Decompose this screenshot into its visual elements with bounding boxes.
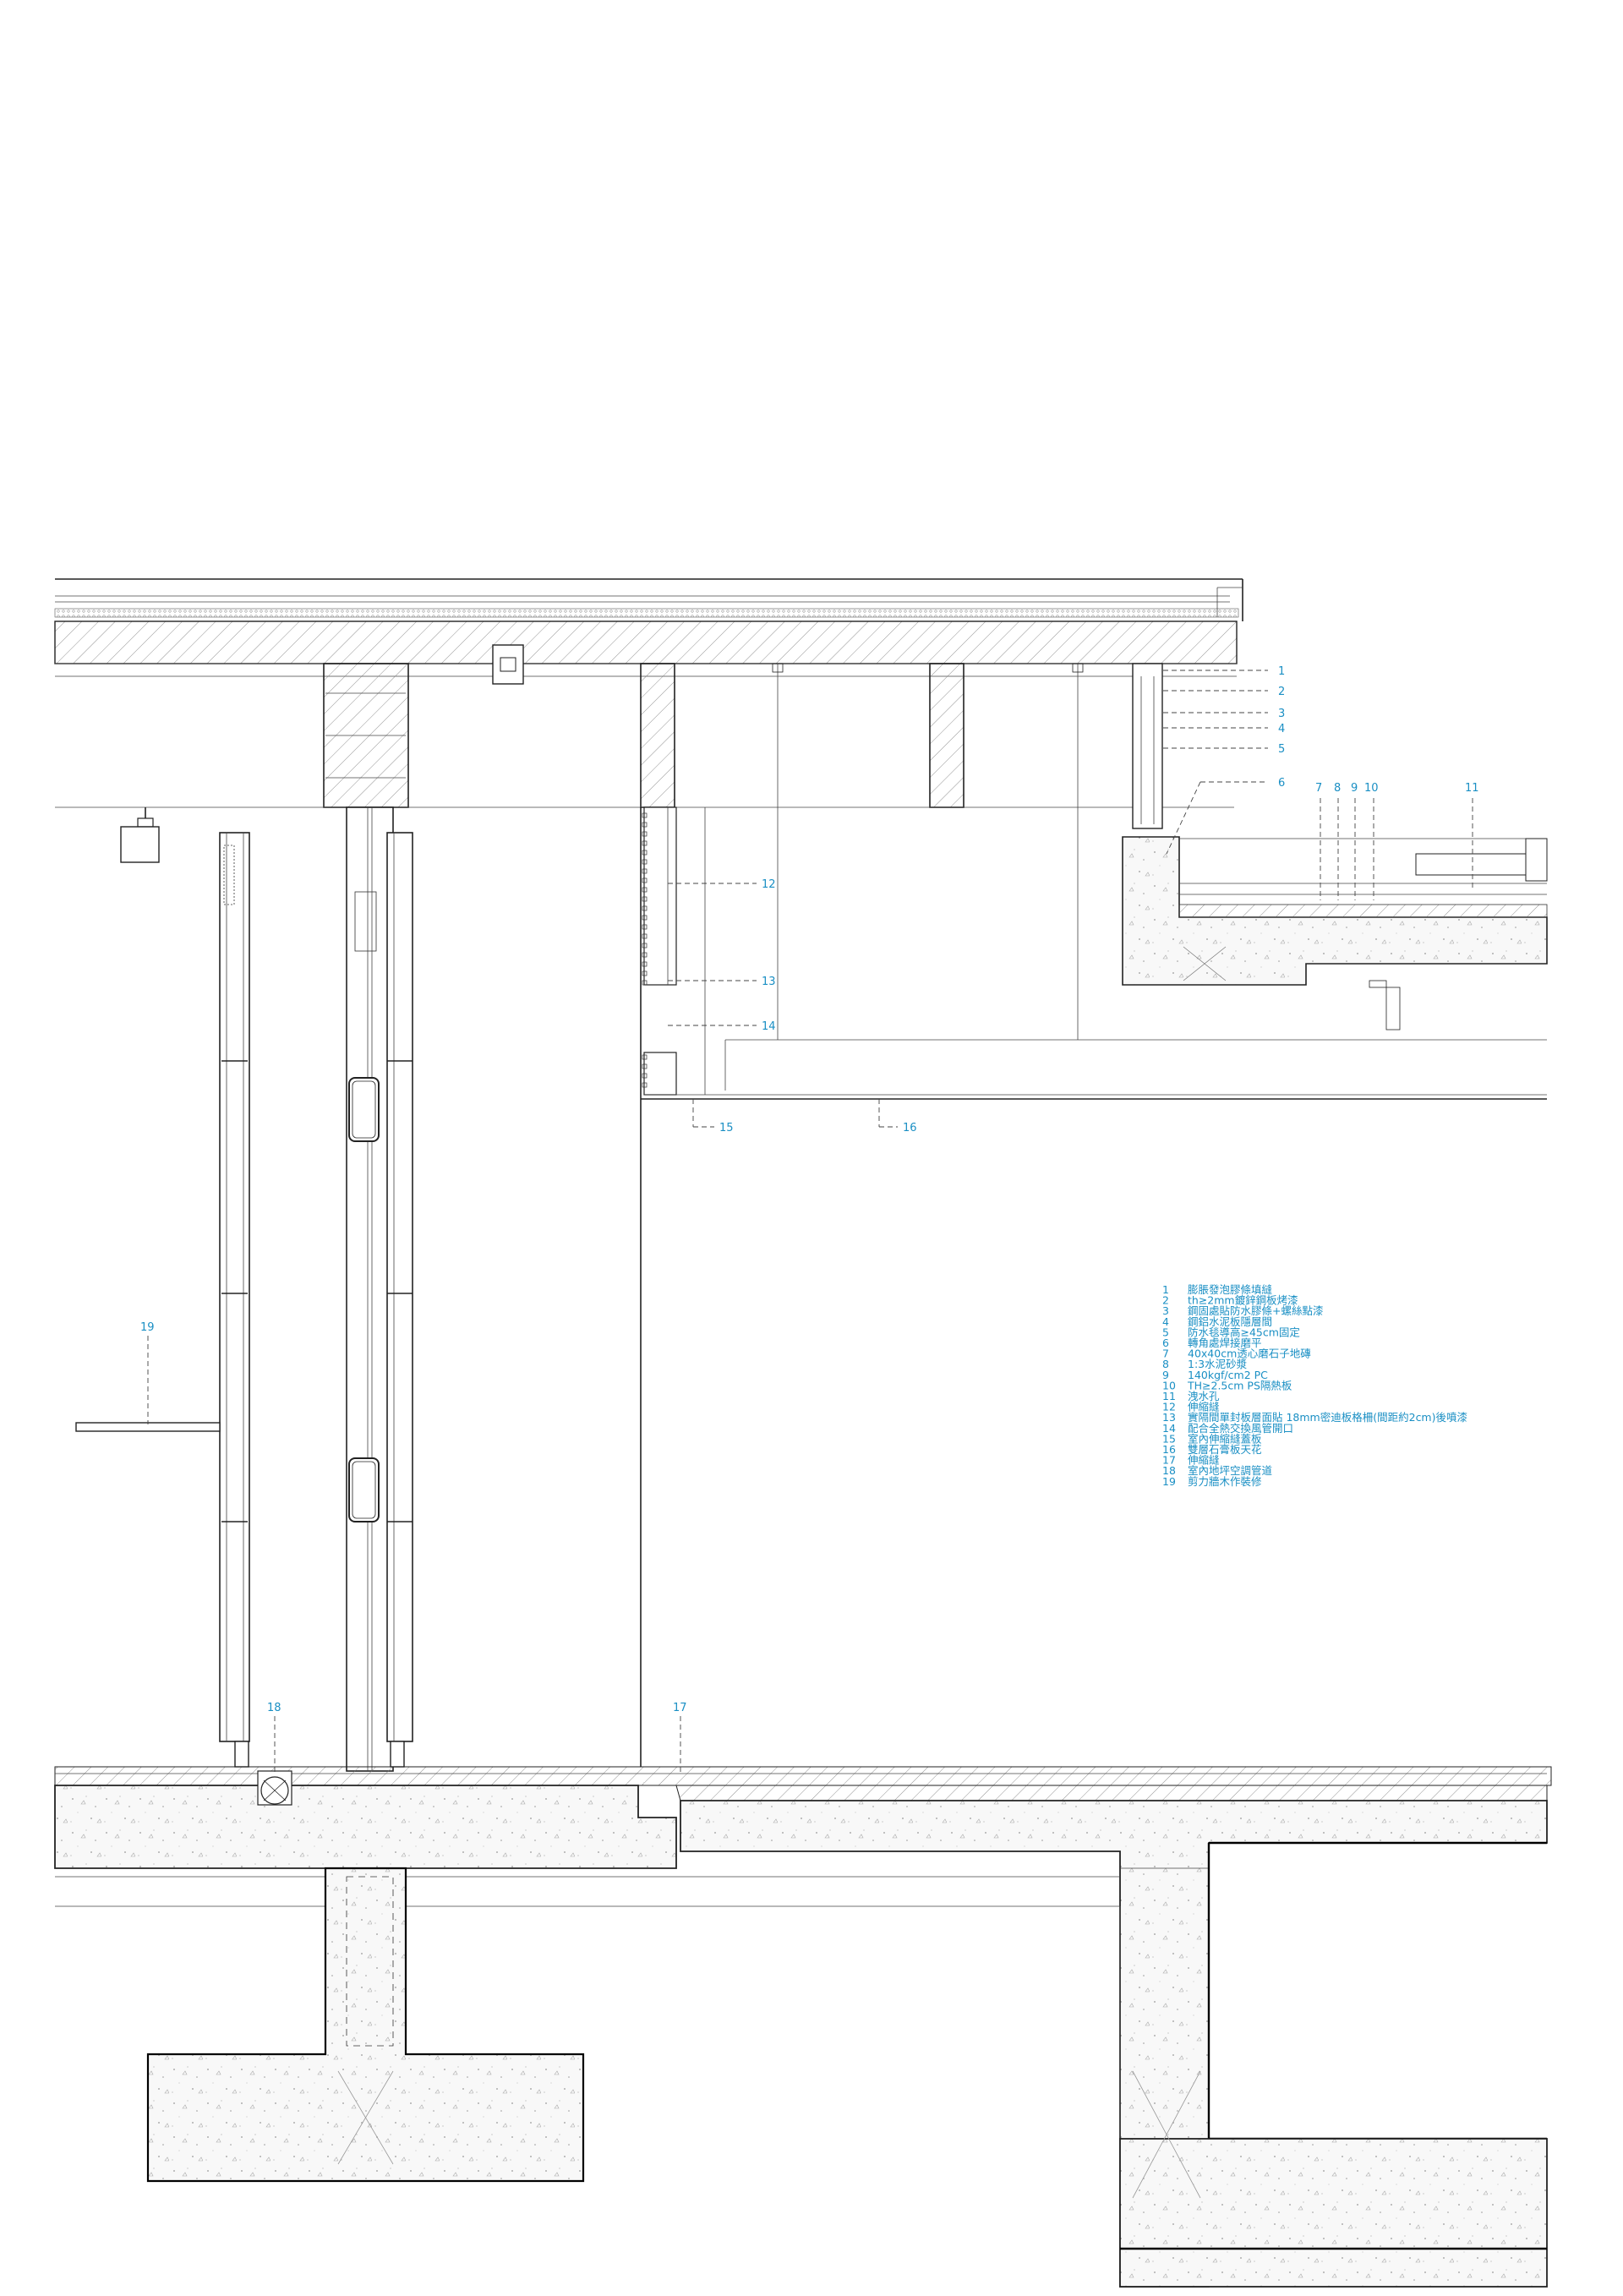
legend-number: 13	[1162, 1411, 1176, 1424]
legend-text: 配合全熱交換風管開口	[1188, 1422, 1293, 1435]
center-column	[346, 806, 413, 1772]
legend-number: 8	[1162, 1358, 1169, 1370]
callout-7: 7	[1315, 782, 1322, 795]
callout-19: 19	[140, 1321, 155, 1334]
legend-number: 1	[1162, 1283, 1169, 1296]
callout-4: 4	[1278, 723, 1285, 735]
legend-text: 鋼鋁水泥板隱層間	[1188, 1315, 1272, 1328]
callout-10: 10	[1364, 782, 1379, 795]
legend-number: 12	[1162, 1401, 1176, 1413]
light-fixture-icon	[120, 807, 160, 863]
legend-text: 防水毯導高≥45cm固定	[1188, 1326, 1300, 1338]
callout-2: 2	[1278, 686, 1285, 698]
legend-number: 3	[1162, 1304, 1169, 1317]
legend-number: 18	[1162, 1464, 1176, 1477]
terrace-floor	[1122, 663, 1548, 1030]
legend-text: 伸縮縫	[1188, 1401, 1220, 1413]
callout-17: 17	[673, 1702, 687, 1714]
callout-8: 8	[1334, 782, 1341, 795]
callout-3: 3	[1278, 708, 1285, 720]
grille-marks	[642, 812, 648, 1088]
legend-text: 轉角處焊接磨平	[1188, 1337, 1262, 1349]
legend-number: 6	[1162, 1337, 1169, 1349]
ceiling-grille-wall	[640, 663, 1547, 1767]
legend-text: 剪力牆木作裝修	[1188, 1475, 1262, 1488]
legend-number: 7	[1162, 1348, 1169, 1360]
callout-14: 14	[762, 1020, 776, 1033]
legend-text: 1:3水泥砂漿	[1188, 1358, 1247, 1370]
left-wall-panel	[219, 832, 250, 1768]
callout-9: 9	[1351, 782, 1358, 795]
legend-text: 室內伸縮縫蓋板	[1188, 1432, 1262, 1445]
callout-6: 6	[1278, 777, 1285, 790]
callout-18: 18	[267, 1702, 281, 1714]
callout-leaders	[147, 670, 1473, 1774]
roof-slab	[54, 578, 1243, 677]
ground-slab	[54, 1766, 1552, 2288]
callout-13: 13	[762, 976, 776, 988]
callout-12: 12	[762, 878, 776, 891]
legend-number: 15	[1162, 1432, 1176, 1445]
legend-number: 4	[1162, 1315, 1169, 1328]
beams	[323, 663, 965, 808]
material-legend: 1 膨脹發泡膠條填縫 2 th≥2mm鍍鋅鋼板烤漆 3 鋼固處貼防水膠條+螺絲點漆 4 鋼鋁水…	[1162, 1283, 1467, 1488]
legend-number: 9	[1162, 1369, 1169, 1381]
callout-16: 16	[903, 1122, 917, 1134]
legend-text: 鋼固處貼防水膠條+螺絲點漆	[1188, 1304, 1323, 1317]
legend-number: 14	[1162, 1422, 1176, 1435]
legend-text: 洩水孔	[1188, 1390, 1220, 1402]
legend-text: 伸縮縫	[1188, 1454, 1220, 1467]
legend-text: TH≥2.5cm PS隔熱板	[1187, 1379, 1292, 1391]
callout-labels: 1 2 3 4 5 6 7 8 9 10 11 12 13 14 15 16 1…	[140, 665, 1479, 1714]
legend-number: 11	[1162, 1390, 1176, 1402]
callout-5: 5	[1278, 743, 1285, 756]
legend-text: 140kgf/cm2 PC	[1188, 1369, 1268, 1381]
legend-number: 10	[1162, 1379, 1176, 1391]
legend-text: 膨脹發泡膠條填縫	[1188, 1283, 1273, 1296]
legend-number: 17	[1162, 1454, 1176, 1467]
legend-number: 16	[1162, 1443, 1176, 1456]
duct-box	[492, 644, 524, 685]
legend-text: th≥2mm鍍鋅鋼板烤漆	[1188, 1294, 1298, 1307]
legend-text: 雙層石膏板天花	[1188, 1443, 1262, 1456]
callout-1: 1	[1278, 665, 1285, 678]
legend-text: 40x40cm透心磨石子地磚	[1188, 1348, 1311, 1360]
callout-15: 15	[719, 1122, 734, 1134]
legend-number: 5	[1162, 1326, 1169, 1338]
callout-11: 11	[1465, 782, 1479, 795]
legend-number: 2	[1162, 1294, 1169, 1307]
legend-text: 室內地坪空調管道	[1188, 1464, 1273, 1477]
duct-box-inner	[500, 657, 516, 672]
legend-text: 實隔間單封板層面貼 18mm密迪板格柵(間距約2cm)後噴漆	[1188, 1411, 1467, 1424]
legend-number: 19	[1162, 1475, 1176, 1488]
